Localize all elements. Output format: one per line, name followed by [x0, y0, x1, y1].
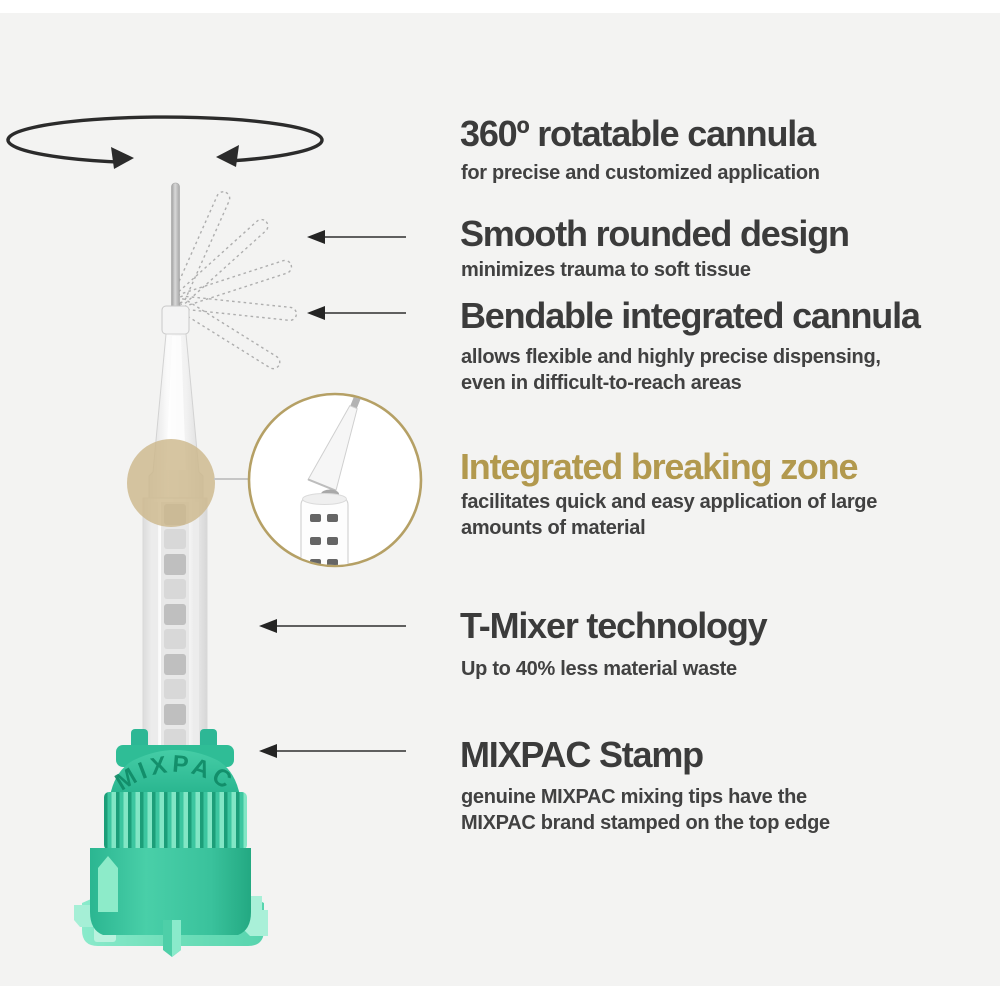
- magnifier-detail-circle: [247, 392, 423, 568]
- arrow-left-icon: [307, 306, 325, 320]
- feature-desc-mixpac-stamp: genuine MIXPAC mixing tips have the MIXP…: [461, 786, 830, 834]
- green-cap: MIXPAC: [74, 729, 268, 957]
- mixer-elements: [161, 502, 189, 752]
- arrow-left-icon: [307, 230, 325, 244]
- feature-desc-smooth: minimizes trauma to soft tissue: [461, 259, 751, 281]
- feature-title-smooth: Smooth rounded design: [460, 213, 850, 254]
- breaking-zone-highlight: [127, 439, 215, 527]
- feature-title-breaking-zone: Integrated breaking zone: [460, 446, 858, 487]
- arrowheads: [259, 230, 325, 758]
- feature-desc-rotatable: for precise and customized application: [461, 162, 820, 184]
- arrow-left-icon: [259, 744, 277, 758]
- cannula-rod: [171, 182, 180, 314]
- cap-notch: [98, 856, 118, 912]
- feature-desc-bendable: allows flexible and highly precise dispe…: [461, 346, 881, 394]
- knurled-ring: [104, 792, 247, 850]
- feature-title-t-mixer: T-Mixer technology: [460, 605, 768, 646]
- cap-drum: [90, 848, 251, 935]
- pointer-arrows: [276, 236, 406, 752]
- feature-desc-t-mixer: Up to 40% less material waste: [461, 658, 737, 680]
- rotation-arrow-icon: [6, 115, 324, 169]
- feature-title-rotatable: 360º rotatable cannula: [460, 113, 816, 154]
- feature-title-bendable: Bendable integrated cannula: [460, 295, 921, 336]
- feature-title-mixpac-stamp: MIXPAC Stamp: [460, 734, 704, 775]
- mixer-tube: [142, 497, 208, 755]
- bend-positions-dotted-icon: [172, 191, 298, 370]
- mixer-body-detail: [300, 495, 349, 565]
- feature-desc-breaking-zone: facilitates quick and easy application o…: [461, 491, 878, 539]
- arrow-left-icon: [259, 619, 277, 633]
